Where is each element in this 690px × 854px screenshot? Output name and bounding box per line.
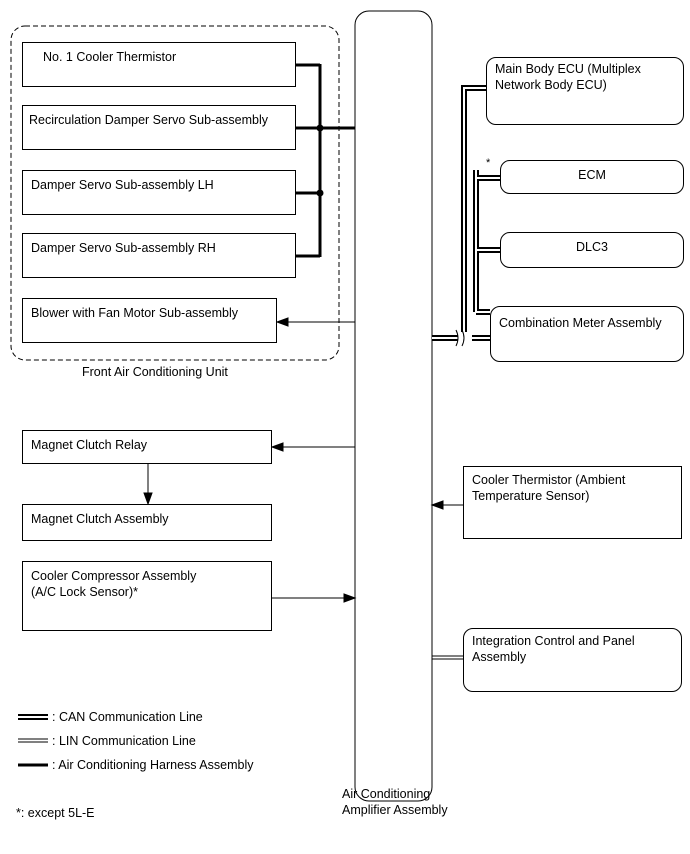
- component-label: Damper Servo Sub-assembly LH: [31, 178, 214, 192]
- ecm-box: ECM: [500, 160, 684, 194]
- can-bus-right: [432, 85, 500, 347]
- component-label: Magnet Clutch Relay: [31, 438, 148, 452]
- lin-line: [432, 655, 463, 660]
- amplifier-body: [354, 10, 433, 802]
- component-label: Network Body ECU): [495, 78, 607, 92]
- component-label: Cooler Compressor Assembly: [31, 569, 197, 583]
- damper-servo-rh-box: Damper Servo Sub-assembly RH: [22, 233, 296, 278]
- component-label: DLC3: [576, 240, 608, 254]
- component-label: Cooler Thermistor (Ambient: [472, 473, 626, 487]
- main-body-ecu-box: Main Body ECU (Multiplex Network Body EC…: [486, 57, 684, 125]
- legend-lin: : LIN Communication Line: [52, 734, 196, 748]
- signal-arrows: [143, 317, 463, 603]
- amplifier-label-line1: Air Conditioning: [342, 787, 431, 801]
- component-label: Damper Servo Sub-assembly RH: [31, 241, 216, 255]
- combination-meter-box: Combination Meter Assembly: [490, 306, 684, 362]
- component-label: Magnet Clutch Assembly: [31, 512, 169, 526]
- no1-cooler-thermistor-box: No. 1 Cooler Thermistor: [22, 42, 296, 87]
- front-unit-enclosure: [10, 25, 340, 361]
- recirculation-damper-servo-box: Recirculation Damper Servo Sub-assembly: [22, 105, 296, 150]
- cooler-compressor-box: Cooler Compressor Assembly (A/C Lock Sen…: [22, 561, 272, 631]
- integration-control-panel-box: Integration Control and Panel Assembly: [463, 628, 682, 692]
- footnote: *: except 5L-E: [16, 806, 95, 820]
- component-label: ECM: [578, 168, 606, 182]
- magnet-clutch-assembly-box: Magnet Clutch Assembly: [22, 504, 272, 541]
- amplifier-label-line2: Amplifier Assembly: [342, 803, 448, 817]
- component-label: Temperature Sensor): [472, 489, 590, 503]
- component-label: Recirculation Damper Servo Sub-assembly: [29, 113, 268, 127]
- legend-samples: [18, 714, 48, 767]
- component-label: No. 1 Cooler Thermistor: [43, 50, 177, 64]
- component-label: (A/C Lock Sensor)*: [31, 585, 138, 599]
- magnet-clutch-relay-box: Magnet Clutch Relay: [22, 430, 272, 464]
- component-label: Integration Control and Panel: [472, 634, 635, 648]
- component-label: Blower with Fan Motor Sub-assembly: [31, 306, 239, 320]
- component-label: Main Body ECU (Multiplex: [495, 62, 641, 76]
- ecm-footnote-mark: *: [486, 157, 491, 169]
- junction-dot: [316, 189, 324, 197]
- component-label: Assembly: [472, 650, 527, 664]
- harness-bus-left: [296, 63, 355, 258]
- dlc3-box: DLC3: [500, 232, 684, 268]
- legend-harness: : Air Conditioning Harness Assembly: [52, 758, 254, 772]
- component-label: Combination Meter Assembly: [499, 316, 662, 330]
- blower-fan-motor-box: Blower with Fan Motor Sub-assembly: [22, 298, 277, 343]
- junction-dot: [316, 124, 324, 132]
- legend-can: : CAN Communication Line: [52, 710, 203, 724]
- front-unit-label: Front Air Conditioning Unit: [82, 365, 228, 379]
- cooler-thermistor-ambient-box: Cooler Thermistor (Ambient Temperature S…: [463, 466, 682, 539]
- damper-servo-lh-box: Damper Servo Sub-assembly LH: [22, 170, 296, 215]
